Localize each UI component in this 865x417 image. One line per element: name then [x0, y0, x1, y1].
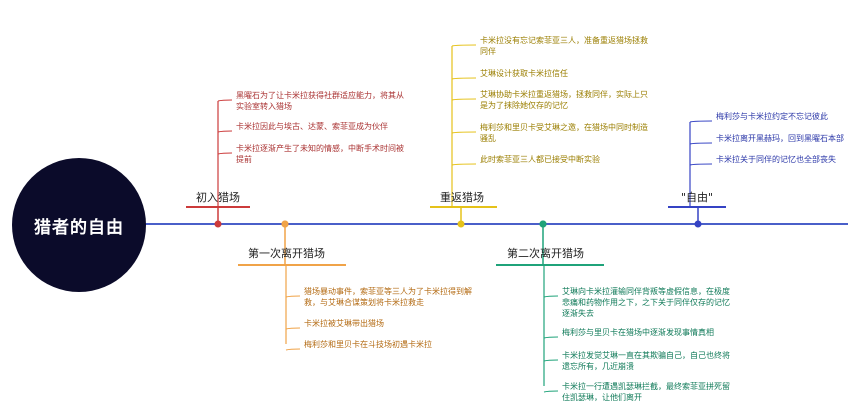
leaf-4-1-line-1: 艾琳向卡米拉灌输同伴背叛等虚假信息，在极度 — [562, 287, 730, 296]
leaf-3-5-line-1: 此时索菲亚三人都已接受中断实验 — [480, 155, 600, 164]
leaf-1-1-line-2: 实验室转入猎场 — [236, 102, 292, 111]
leaf-2-2-line-1: 卡米拉被艾琳带出猎场 — [304, 319, 384, 328]
leaf-5-3-line-1: 卡米拉关于同伴的记忆也全部丧失 — [716, 155, 836, 164]
leaf-4-2-line-1: 梅利莎与里贝卡在猎场中逐渐发现事情真相 — [562, 328, 714, 337]
branch-label-3[interactable]: 重返猎场 — [440, 191, 484, 204]
root-label: 猎者的自由 — [34, 217, 124, 238]
leaf-tick-3-1 — [451, 44, 477, 47]
leaf-4-4-line-1: 卡米拉一行遭遇凯瑟琳拦截，最终索菲亚拼死留 — [562, 382, 730, 391]
leaf-tick-1-1 — [217, 99, 233, 102]
leaf-3-1-line-1: 卡米拉没有忘记索菲亚三人，准备重返猎场拯救 — [480, 36, 648, 45]
leaf-tick-2-1 — [285, 295, 301, 298]
leaf-4-4-line-2: 住凯瑟琳，让他们离开 — [562, 393, 642, 402]
leaf-2-3-line-1: 梅利莎和里贝卡在斗技场初遇卡米拉 — [304, 340, 432, 349]
leaf-3-4-line-2: 骚乱 — [480, 134, 496, 143]
leaf-4-1-line-3: 逐渐失去 — [562, 309, 594, 318]
timeline-nodes — [214, 220, 702, 228]
leaf-4-3-line-1: 卡米拉发觉艾琳一直在其欺骗自己，自己也终将 — [562, 351, 730, 360]
branch-label-4[interactable]: 第二次离开猎场 — [507, 247, 584, 260]
leaf-tick-3-5 — [451, 163, 477, 166]
timeline-node-1[interactable] — [214, 220, 222, 228]
timeline-node-top-2 — [281, 220, 289, 228]
timeline-node-3[interactable] — [457, 220, 465, 228]
branch-label-1[interactable]: 初入猎场 — [196, 191, 240, 204]
leaf-1-1-line-1: 黑曜石为了让卡米拉获得社群适应能力，将其从 — [236, 91, 404, 100]
root-node[interactable]: 猎者的自由 — [12, 158, 146, 292]
leaf-tick-4-4 — [543, 390, 559, 393]
leaf-tick-5-3 — [689, 163, 713, 166]
timeline-node-5[interactable] — [694, 220, 702, 228]
branch-label-2[interactable]: 第一次离开猎场 — [248, 247, 325, 260]
leaf-3-3-line-2: 是为了抹除她仅存的记忆 — [480, 101, 568, 110]
leaf-1-2-line-1: 卡米拉因此与埃古、达蒙、索菲亚成为伙伴 — [236, 122, 388, 131]
leaf-5-1-line-1: 梅利莎与卡米拉约定不忘记彼此 — [716, 112, 828, 121]
leaf-tick-3-2 — [451, 77, 477, 80]
leaf-5-2-line-1: 卡米拉离开黑赫玛，回到黑曜石本部 — [716, 134, 844, 143]
leaf-2-1-line-1: 猎场暴动事件，索菲亚等三人为了卡米拉得到解 — [304, 287, 472, 296]
leaf-tick-3-3 — [451, 98, 477, 101]
leaf-tick-2-3 — [285, 348, 301, 351]
leaf-1-3-line-2: 提前 — [236, 155, 252, 164]
leaf-tick-4-2 — [543, 336, 559, 339]
leaf-tick-4-3 — [543, 359, 559, 362]
leaf-2-1-line-2: 救，与艾琳合谋策划将卡米拉救走 — [304, 298, 424, 307]
leaf-tick-1-2 — [217, 130, 233, 133]
branch-label-5[interactable]: "自由" — [681, 191, 714, 204]
leaf-3-4-line-1: 梅利莎和里贝卡受艾琳之邀，在猎场中同时制造 — [480, 123, 648, 132]
leaf-3-2-line-1: 艾琳设计获取卡米拉信任 — [480, 69, 568, 78]
leaf-4-1-line-2: 悲痛和药物作用之下，之下关于同伴仅存的记忆 — [562, 298, 730, 307]
leaf-tick-5-1 — [689, 120, 713, 123]
leaf-4-3-line-2: 遗忘所有，几近崩溃 — [562, 362, 634, 371]
leaf-3-1-line-2: 同伴 — [480, 47, 496, 56]
leaf-tick-5-2 — [689, 142, 713, 145]
leaf-tick-1-3 — [217, 152, 233, 155]
connector-lines — [186, 44, 726, 393]
leaf-tick-4-1 — [543, 295, 559, 298]
timeline-node-top-4 — [539, 220, 547, 228]
leaf-3-3-line-1: 艾琳协助卡米拉重返猎场，拯救同伴，实际上只 — [480, 90, 648, 99]
leaf-1-3-line-1: 卡米拉逐渐产生了未知的情感，中断手术时间被 — [236, 144, 404, 153]
leaf-tick-3-4 — [451, 131, 477, 134]
leaf-tick-2-2 — [285, 327, 301, 330]
